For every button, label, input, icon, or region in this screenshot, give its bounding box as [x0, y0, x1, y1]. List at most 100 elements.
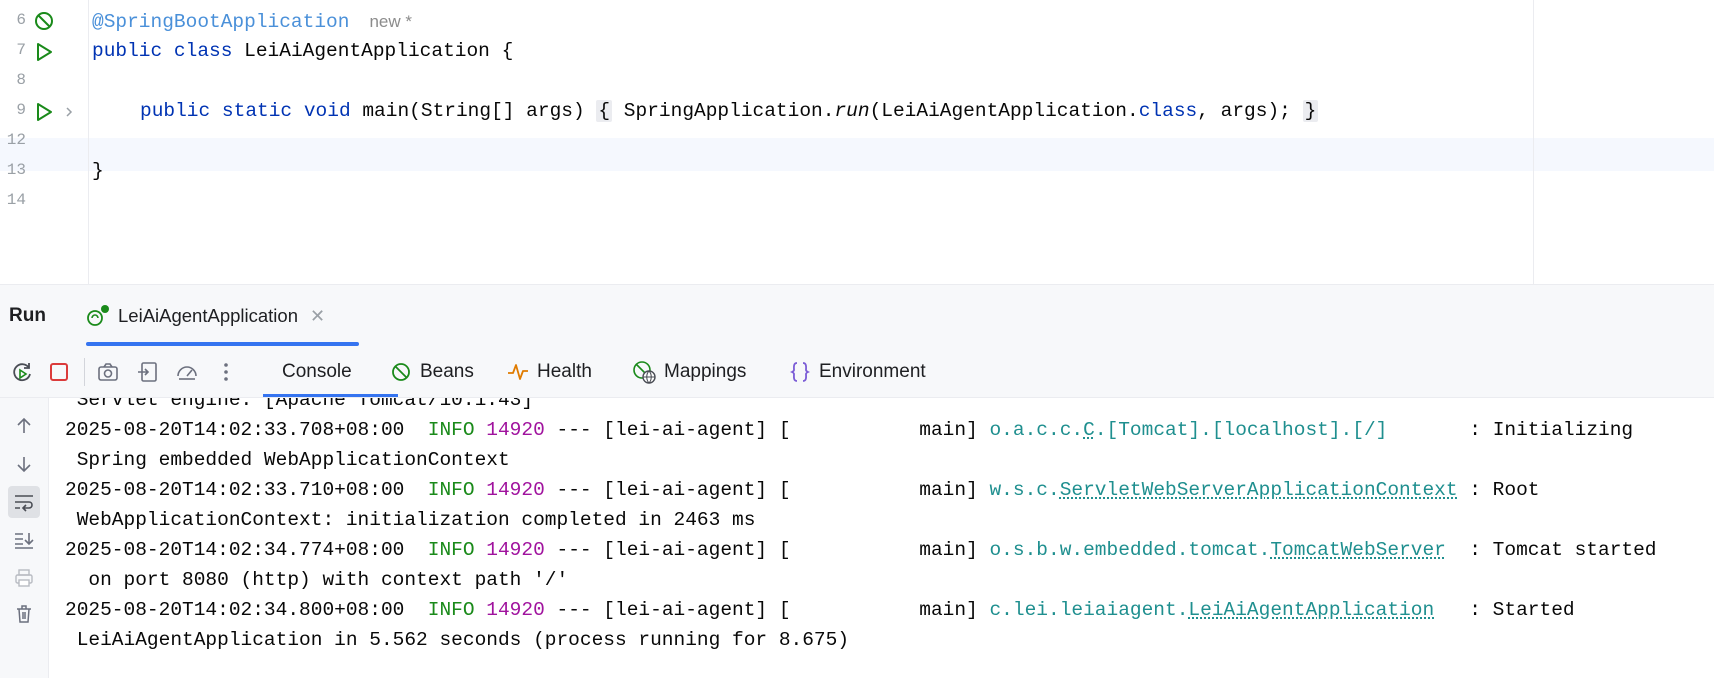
log-thread: --- [lei-ai-agent] [ main]: [544, 419, 990, 441]
log-level: INFO: [427, 539, 475, 561]
log-level: INFO: [427, 599, 475, 621]
logger-link[interactable]: ServletWebServerApplicationContext: [1059, 479, 1458, 501]
code-line-13: }: [92, 160, 104, 182]
rerun-icon[interactable]: [10, 360, 34, 384]
console-line: 2025-08-20T14:02:34.774+08:00 INFO 14920…: [65, 534, 1657, 567]
tab-health[interactable]: Health: [507, 346, 592, 398]
folded-brace[interactable]: }: [1302, 100, 1319, 122]
log-pid: 14920: [486, 479, 545, 501]
logger-link[interactable]: TomcatWebServer: [1270, 539, 1446, 561]
editor-gutter: 6 7 8 9 12 13 14: [0, 0, 89, 284]
logger-link[interactable]: C: [1083, 419, 1095, 441]
keyword-token: class: [1138, 100, 1198, 122]
exit-icon[interactable]: [136, 360, 160, 384]
scroll-down-icon[interactable]: [8, 448, 40, 480]
log-logger: o.a.c.c.: [989, 419, 1084, 441]
run-tab-label: LeiAiAgentApplication: [118, 305, 298, 326]
new-file-badge: new *: [369, 12, 412, 31]
tab-beans[interactable]: Beans: [390, 346, 474, 398]
tab-label: Environment: [819, 361, 926, 382]
line-number: 8: [16, 71, 26, 89]
log-padding: [1434, 599, 1469, 621]
scroll-to-end-icon[interactable]: [8, 524, 40, 556]
log-padding: [1387, 419, 1469, 441]
log-pid: 14920: [486, 539, 545, 561]
line-number: 12: [6, 131, 26, 149]
annotation-token: @SpringBootApplication: [92, 11, 350, 33]
console-line: LeiAiAgentApplication in 5.562 seconds (…: [65, 629, 850, 651]
run-gutter-icon[interactable]: [34, 102, 54, 122]
log-thread: --- [lei-ai-agent] [ main]: [544, 599, 990, 621]
code-token: SpringApplication.: [612, 100, 835, 122]
stop-icon[interactable]: [47, 360, 71, 384]
console-line: WebApplicationContext: initialization co…: [65, 509, 756, 531]
log-level: INFO: [427, 479, 475, 501]
log-logger: c.lei.leiaiagent.: [989, 599, 1189, 621]
mappings-icon: [633, 361, 656, 384]
line-number: 13: [6, 161, 26, 179]
health-icon: [508, 364, 528, 380]
console-line: 2025-08-20T14:02:33.710+08:00 INFO 14920…: [65, 474, 1540, 507]
run-tool-window-header: Run LeiAiAgentApplication ✕: [0, 284, 1714, 346]
console-line: Servlet engine: [Apache Tomcat/10.1.43]: [65, 398, 534, 411]
tab-environment[interactable]: Environment: [789, 346, 926, 398]
print-icon[interactable]: [8, 562, 40, 594]
keyword-token: class: [173, 40, 233, 62]
run-config-tab[interactable]: LeiAiAgentApplication ✕: [86, 299, 325, 333]
log-pid: 14920: [486, 419, 545, 441]
log-message: : Started: [1469, 599, 1575, 621]
trash-icon[interactable]: [8, 598, 40, 630]
spring-boot-run-icon: [87, 305, 109, 326]
more-options-icon[interactable]: [214, 360, 238, 384]
active-tab-indicator: [86, 342, 359, 346]
run-gutter-icon[interactable]: [34, 42, 54, 62]
keyword-token: public: [92, 40, 163, 62]
log-thread: --- [lei-ai-agent] [ main]: [544, 479, 990, 501]
log-padding: [1458, 479, 1470, 501]
active-tab-indicator: [263, 394, 398, 397]
console-line: 2025-08-20T14:02:34.800+08:00 INFO 14920…: [65, 594, 1575, 627]
soft-wrap-icon[interactable]: [8, 486, 40, 518]
tab-label: Console: [282, 361, 352, 382]
keyword-token: static: [221, 100, 293, 122]
console-line: on port 8080 (http) with context path '/…: [65, 569, 569, 591]
keyword-token: public: [140, 100, 211, 122]
line-number: 9: [16, 101, 26, 119]
log-level: INFO: [427, 419, 475, 441]
code-line-6: @SpringBootApplication new *: [92, 5, 1714, 38]
console-line: 2025-08-20T14:02:33.708+08:00 INFO 14920…: [65, 414, 1633, 447]
tab-label: Beans: [420, 361, 474, 382]
run-title: Run: [9, 305, 46, 326]
console-output[interactable]: Servlet engine: [Apache Tomcat/10.1.43] …: [49, 398, 1714, 678]
code-token: , args);: [1197, 100, 1303, 122]
profiler-icon[interactable]: [175, 360, 199, 384]
log-padding: [1446, 539, 1469, 561]
code-area[interactable]: @SpringBootApplication new * public class…: [92, 0, 1714, 284]
folded-brace[interactable]: {: [596, 100, 613, 122]
log-thread: --- [lei-ai-agent] [ main]: [544, 539, 990, 561]
environment-icon: [789, 362, 811, 382]
line-number: 14: [6, 191, 26, 209]
log-logger: o.s.b.w.embedded.tomcat.: [989, 539, 1271, 561]
run-toolbar: Console Beans Health Mappings Environmen…: [0, 346, 1714, 398]
toolbar-separator: [84, 358, 85, 386]
method-token: run: [834, 100, 870, 122]
close-icon[interactable]: ✕: [310, 305, 326, 326]
scroll-up-icon[interactable]: [8, 410, 40, 442]
keyword-token: void: [303, 100, 351, 122]
camera-icon[interactable]: [96, 360, 120, 384]
code-editor[interactable]: 6 7 8 9 12 13 14 @SpringBootApplication n…: [0, 0, 1714, 284]
line-number: 7: [16, 41, 26, 59]
code-token: (LeiAiAgentApplication.: [869, 100, 1139, 122]
code-line-9: public static void main(String[] args) {…: [140, 95, 1714, 128]
tab-console[interactable]: Console: [282, 346, 352, 398]
tab-label: Mappings: [664, 361, 747, 382]
spring-beans-gutter-icon[interactable]: [33, 10, 55, 32]
logger-link[interactable]: LeiAiAgentApplication: [1188, 599, 1435, 621]
code-token: LeiAiAgentApplication {: [232, 40, 514, 62]
tab-mappings[interactable]: Mappings: [632, 346, 746, 398]
fold-expand-icon[interactable]: [63, 106, 75, 118]
current-line-highlight: [0, 138, 1714, 171]
beans-icon: [392, 363, 410, 381]
log-message: : Initializing: [1469, 419, 1634, 441]
